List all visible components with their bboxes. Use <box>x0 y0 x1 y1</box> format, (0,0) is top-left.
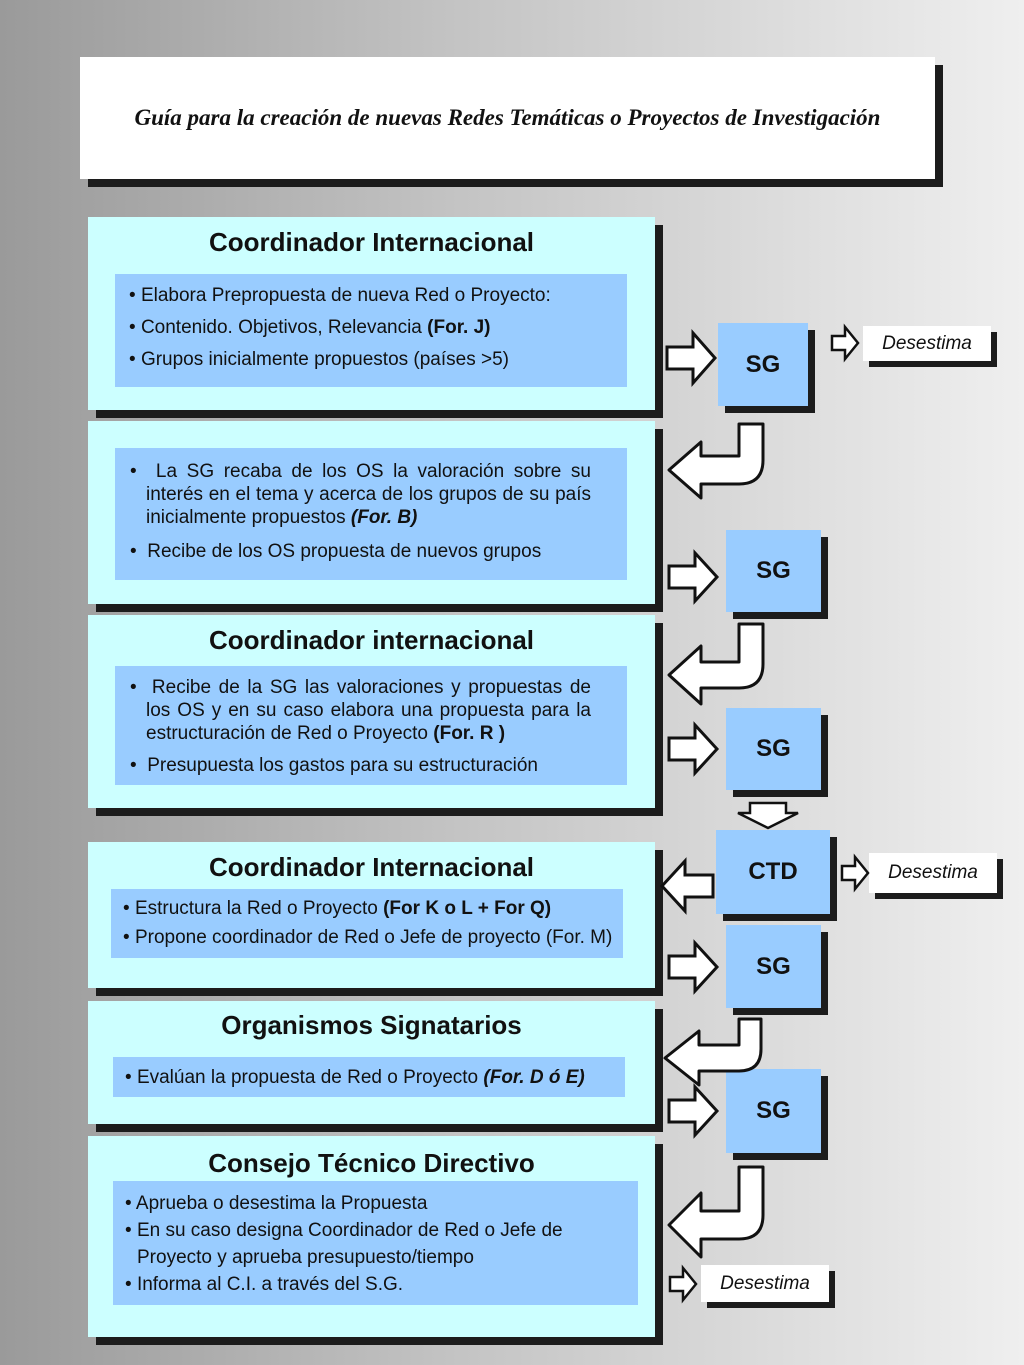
list-item: • En su caso designa Coordinador de Red … <box>125 1220 563 1268</box>
arrow-right-icon <box>667 939 720 995</box>
diagram-title: Guía para la creación de nuevas Redes Te… <box>134 105 881 130</box>
list-item: • Estructura la Red o Proyecto (For K o … <box>123 898 552 919</box>
node-sg-5: SG <box>726 1069 821 1153</box>
node-sg-3: SG <box>726 708 821 790</box>
panel-heading: Organismos Signatarios <box>221 1010 522 1040</box>
panel-coordinador-2: Coordinador internacional • Recibe de la… <box>88 615 655 808</box>
node-ctd: CTD <box>716 830 830 914</box>
list-item: • La SG recaba de los OS la valoración s… <box>130 461 591 528</box>
arrow-right-icon <box>840 853 870 893</box>
outcome-desestima-3: Desestima <box>701 1265 829 1302</box>
arrow-right-icon <box>667 1083 720 1139</box>
outcome-desestima-2: Desestima <box>869 853 997 893</box>
title-box: Guía para la creación de nuevas Redes Te… <box>80 57 935 179</box>
arrow-down-icon <box>737 801 799 830</box>
list-item: • Recibe de los OS propuesta de nuevos g… <box>130 541 542 562</box>
panel-content: • Recibe de la SG las valoraciones y pro… <box>115 666 627 785</box>
node-sg-2: SG <box>726 530 821 612</box>
panel-organismos: Organismos Signatarios • Evalúan la prop… <box>88 1001 655 1124</box>
panel-sg-recaba: • La SG recaba de los OS la valoración s… <box>88 421 655 604</box>
curved-arrow-icon <box>663 1017 763 1087</box>
arrow-right-icon <box>667 549 720 605</box>
panel-content: • Elabora Prepropuesta de nueva Red o Pr… <box>115 274 627 387</box>
curved-arrow-icon <box>667 1165 765 1259</box>
panel-consejo: Consejo Técnico Directivo • Aprueba o de… <box>88 1136 655 1337</box>
arrow-right-icon <box>667 721 720 777</box>
panel-coordinador-3: Coordinador Internacional • Estructura l… <box>88 842 655 988</box>
node-sg-1: SG <box>718 323 808 406</box>
panel-content: • Estructura la Red o Proyecto (For K o … <box>111 889 623 958</box>
list-item: • Grupos inicialmente propuestos (países… <box>129 349 509 370</box>
curved-arrow-icon <box>667 422 765 500</box>
panel-heading: Coordinador internacional <box>208 625 535 655</box>
list-item: • Presupuesta los gastos para su estruct… <box>130 755 538 776</box>
list-item: • Propone coordinador de Red o Jefe de p… <box>123 927 613 948</box>
arrow-right-icon <box>668 1264 698 1304</box>
list-item: • Elabora Prepropuesta de nueva Red o Pr… <box>129 285 551 306</box>
panel-heading: Coordinador Internacional <box>208 227 535 257</box>
panel-coordinador-1: Coordinador Internacional • Elabora Prep… <box>88 217 655 410</box>
list-item: • Aprueba o desestima la Propuesta <box>125 1193 428 1214</box>
arrow-right-icon <box>830 323 860 363</box>
outcome-desestima-1: Desestima <box>863 326 991 361</box>
panel-content: • Aprueba o desestima la Propuesta • En … <box>113 1181 638 1305</box>
list-item: • Evalúan la propuesta de Red o Proyecto… <box>125 1067 585 1088</box>
list-item: • Recibe de la SG las valoraciones y pro… <box>130 677 591 744</box>
panel-heading: Coordinador Internacional <box>208 852 535 882</box>
list-item: • Contenido. Objetivos, Relevancia (For.… <box>129 317 491 338</box>
curved-arrow-icon <box>667 622 765 706</box>
panel-heading: Consejo Técnico Directivo <box>208 1148 535 1178</box>
list-item: • Informa al C.I. a través del S.G. <box>125 1274 404 1295</box>
arrow-right-icon <box>665 329 717 387</box>
panel-content: • La SG recaba de los OS la valoración s… <box>115 448 627 580</box>
node-sg-4: SG <box>726 925 821 1008</box>
panel-content: • Evalúan la propuesta de Red o Proyecto… <box>113 1057 625 1097</box>
arrow-left-icon <box>659 857 715 915</box>
